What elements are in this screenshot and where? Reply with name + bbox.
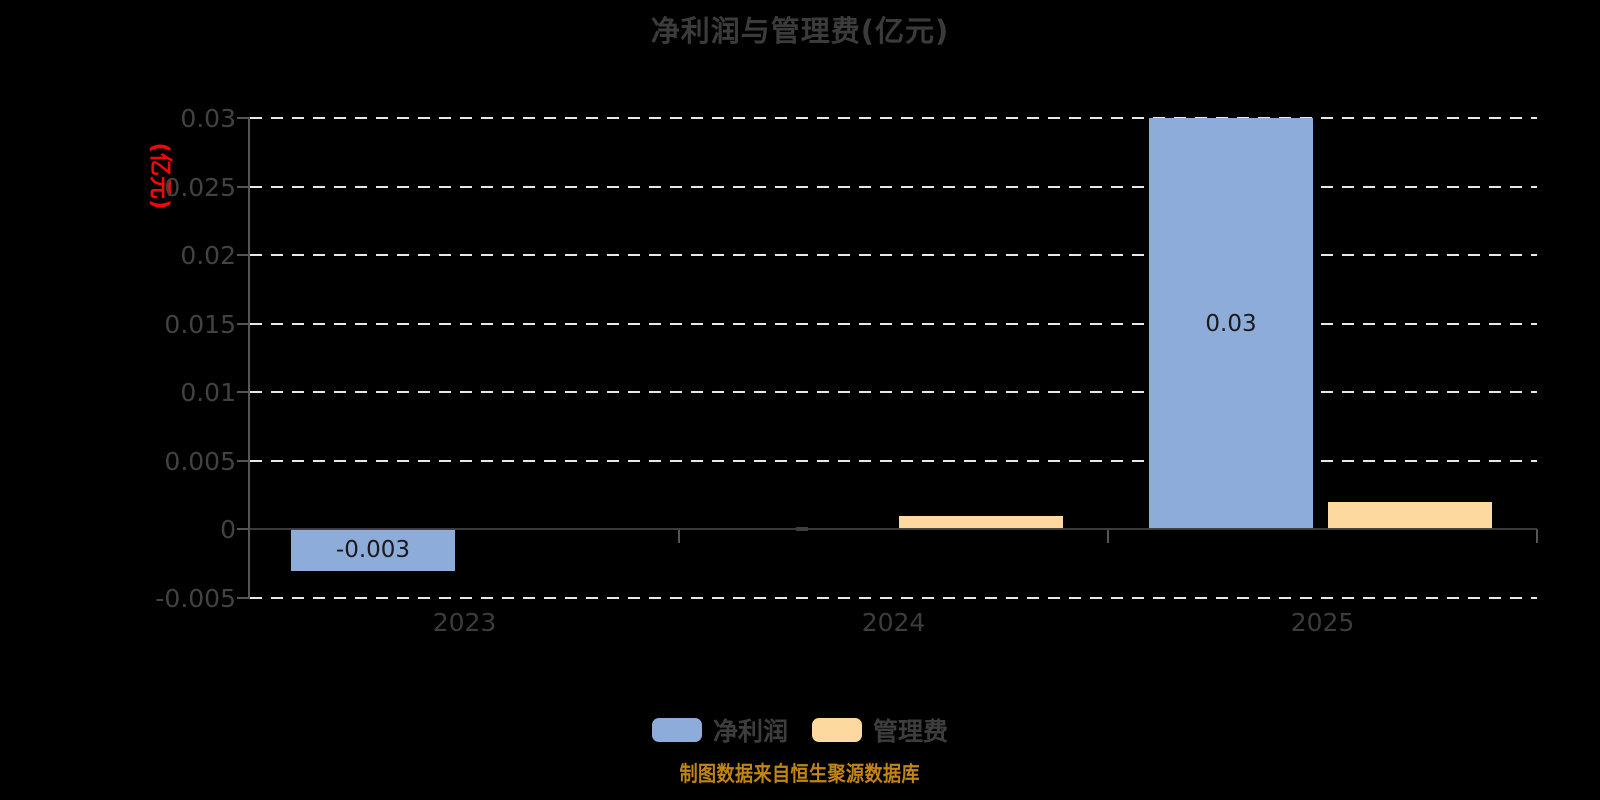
- legend-label-management-fee: 管理费: [873, 717, 949, 746]
- gridline: [250, 117, 1537, 119]
- y-axis-tick: [237, 528, 250, 531]
- legend-item-net-profit: 净利润: [651, 712, 788, 748]
- legend: 净利润 管理费: [0, 712, 1600, 748]
- bar-管理费-2025: [1328, 502, 1492, 530]
- y-tick-label: 0.01: [180, 378, 236, 408]
- x-tick-label: 2024: [861, 608, 926, 637]
- net-profit-swatch: [651, 718, 702, 742]
- y-tick-label: 0: [220, 515, 236, 545]
- bar-value-label: -0.003: [335, 536, 411, 563]
- y-axis-tick: [237, 185, 250, 188]
- near-zero-bar-mark: [796, 527, 808, 532]
- x-axis-tick: [1107, 529, 1109, 544]
- legend-item-management-fee: 管理费: [812, 712, 948, 748]
- y-axis-tick: [237, 322, 250, 325]
- gridline: [250, 322, 1537, 325]
- footer: 制图数据来自恒生聚源数据库: [0, 758, 1600, 788]
- y-axis-tick: [237, 117, 250, 119]
- y-tick-label: 0.02: [180, 241, 236, 271]
- gridline: [250, 185, 1537, 188]
- y-axis-tick: [237, 391, 250, 394]
- y-tick-label: 0.025: [164, 172, 236, 202]
- gridline: [250, 391, 1537, 394]
- gridline: [250, 597, 1537, 599]
- footer-note: 制图数据来自恒生聚源数据库: [679, 762, 921, 786]
- x-axis-zero-line: [250, 528, 1537, 531]
- chart-title: 净利润与管理费(亿元): [650, 14, 950, 48]
- y-axis-tick: [237, 254, 250, 257]
- y-tick-label: 0.005: [164, 446, 236, 476]
- y-axis-tick: [237, 597, 250, 599]
- gridline: [250, 254, 1537, 257]
- x-axis-tick: [1536, 529, 1538, 544]
- y-axis-tick: [237, 459, 250, 462]
- x-tick-label: 2023: [432, 608, 497, 637]
- bar-管理费-2024: [899, 515, 1063, 530]
- y-tick-label: -0.005: [155, 584, 236, 613]
- y-tick-label: 0.03: [180, 104, 236, 133]
- x-tick-label: 2025: [1290, 608, 1355, 637]
- y-tick-label: 0.015: [164, 309, 236, 339]
- bar-value-label: 0.03: [1205, 310, 1257, 337]
- x-axis-tick: [678, 529, 680, 544]
- management-fee-swatch: [812, 718, 862, 742]
- legend-label-net-profit: 净利润: [712, 717, 788, 746]
- y-axis-line: [248, 118, 250, 598]
- gridline: [250, 459, 1537, 462]
- bar-净利润-2025: [1149, 118, 1313, 530]
- bar-净利润-2023: [291, 529, 455, 571]
